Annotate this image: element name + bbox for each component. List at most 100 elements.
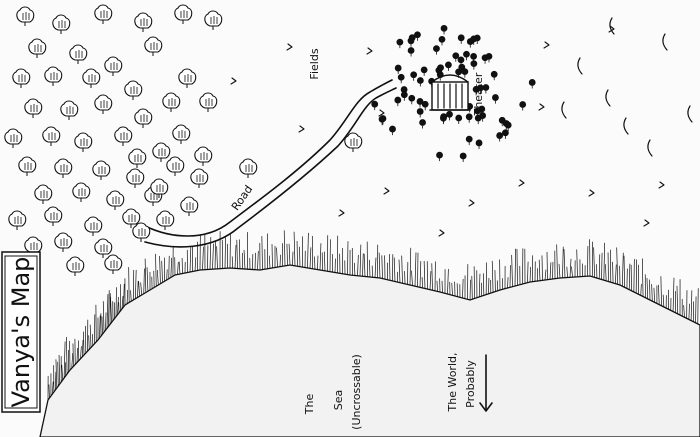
hatch-stroke bbox=[159, 255, 161, 285]
hatch-stroke bbox=[106, 293, 109, 329]
hatch-stroke bbox=[447, 268, 449, 295]
grove-tree bbox=[371, 100, 379, 111]
grove-tree bbox=[466, 38, 474, 48]
grove-tree bbox=[436, 71, 444, 81]
hatch-stroke bbox=[527, 261, 529, 284]
hatch-stroke bbox=[658, 284, 660, 305]
tree-icon bbox=[114, 126, 133, 146]
road bbox=[144, 79, 393, 237]
hatch-stroke bbox=[214, 240, 217, 270]
grove-tree bbox=[437, 64, 444, 74]
grove-tree bbox=[492, 94, 499, 104]
hatch-stroke bbox=[81, 339, 84, 358]
grove-tree bbox=[440, 25, 448, 35]
hatch-stroke bbox=[189, 246, 192, 273]
hatch-stroke bbox=[431, 263, 433, 291]
hatch-stroke bbox=[676, 285, 679, 315]
grass-tuft-icon bbox=[378, 109, 385, 117]
hatch-stroke bbox=[451, 282, 453, 296]
hatch-stroke bbox=[633, 258, 635, 293]
hatch-stroke bbox=[88, 335, 90, 350]
hatch-stroke bbox=[605, 264, 607, 282]
grove-tree bbox=[481, 54, 489, 64]
grove-tree bbox=[459, 152, 467, 162]
hatch-stroke bbox=[417, 252, 419, 288]
grove-tree bbox=[389, 125, 396, 136]
grass-tuft-icon bbox=[605, 89, 611, 107]
grass-tuft-icon bbox=[298, 125, 305, 133]
hatch-stroke bbox=[374, 257, 377, 278]
grass-tuft-icon bbox=[438, 229, 445, 237]
grove-tree bbox=[420, 66, 428, 76]
hatch-stroke bbox=[389, 254, 391, 281]
grove-tree bbox=[410, 71, 418, 81]
hatch-stroke bbox=[641, 258, 644, 297]
tree-icon bbox=[52, 14, 71, 34]
theater-label: Theater bbox=[472, 72, 485, 116]
tree-icon bbox=[174, 4, 193, 24]
hatch-stroke bbox=[283, 230, 286, 267]
hatch-stroke bbox=[117, 296, 119, 316]
hatch-stroke bbox=[89, 324, 92, 348]
hatch-stroke bbox=[662, 294, 665, 308]
grove-tree bbox=[445, 61, 452, 71]
grove-tree bbox=[416, 98, 424, 108]
tree-icon bbox=[166, 156, 185, 176]
grove-tree bbox=[407, 47, 415, 57]
road-label: Road bbox=[229, 183, 255, 213]
tree-icon bbox=[132, 222, 151, 242]
hatch-stroke bbox=[99, 315, 101, 339]
grass-tuft-icon bbox=[286, 43, 293, 51]
tree-icon bbox=[239, 158, 258, 178]
grass-tuft-icon bbox=[518, 179, 525, 187]
hatch-stroke bbox=[414, 252, 417, 287]
hatch-stroke bbox=[353, 262, 356, 276]
hatch-stroke bbox=[563, 248, 566, 279]
road-edge bbox=[144, 87, 397, 248]
grass-tuft-icon bbox=[338, 209, 345, 217]
tree-icon bbox=[54, 158, 73, 178]
grass-tuft-icon bbox=[383, 187, 390, 195]
grove-tree bbox=[463, 50, 470, 61]
tree-icon bbox=[106, 190, 125, 210]
hatch-stroke bbox=[54, 371, 57, 391]
down-arrow-icon bbox=[479, 354, 493, 412]
hatch-stroke bbox=[178, 261, 181, 275]
hatch-stroke bbox=[110, 296, 112, 323]
tree-icon bbox=[150, 178, 169, 198]
tree-icon bbox=[122, 208, 141, 228]
hatch-stroke bbox=[234, 244, 237, 269]
hatch-stroke bbox=[108, 290, 110, 327]
grove-tree bbox=[474, 114, 482, 125]
hatch-stroke bbox=[126, 289, 129, 305]
hatch-stroke bbox=[683, 305, 685, 318]
tree-icon bbox=[82, 68, 101, 88]
hatch-stroke bbox=[166, 269, 168, 281]
hatch-stroke bbox=[615, 264, 617, 284]
tree-icon bbox=[12, 68, 31, 88]
grove-tree bbox=[394, 96, 402, 107]
hatch-stroke bbox=[646, 277, 649, 300]
hatch-stroke bbox=[362, 253, 364, 277]
grove-tree bbox=[440, 114, 447, 125]
hatch-stroke bbox=[569, 258, 572, 278]
hatch-stroke bbox=[137, 280, 139, 298]
hatch-stroke bbox=[101, 316, 103, 335]
hatch-stroke bbox=[541, 255, 543, 281]
hatch-stroke bbox=[170, 257, 173, 278]
grass-tuft-icon bbox=[623, 117, 629, 135]
grove-tree bbox=[455, 114, 463, 125]
grove-tree bbox=[475, 139, 483, 149]
grove-tree bbox=[400, 91, 408, 101]
hatch-stroke bbox=[236, 239, 238, 269]
tree-icon bbox=[156, 210, 175, 230]
hatch-stroke bbox=[143, 268, 145, 295]
hatch-stroke bbox=[66, 336, 68, 375]
tree-icon bbox=[84, 216, 103, 236]
hatch-stroke bbox=[135, 269, 137, 300]
hatch-stroke bbox=[429, 270, 432, 291]
hatch-stroke bbox=[212, 243, 214, 270]
sea-label-sea: Sea bbox=[332, 390, 345, 411]
hatch-stroke bbox=[72, 343, 74, 367]
hatch-stroke bbox=[616, 247, 619, 285]
